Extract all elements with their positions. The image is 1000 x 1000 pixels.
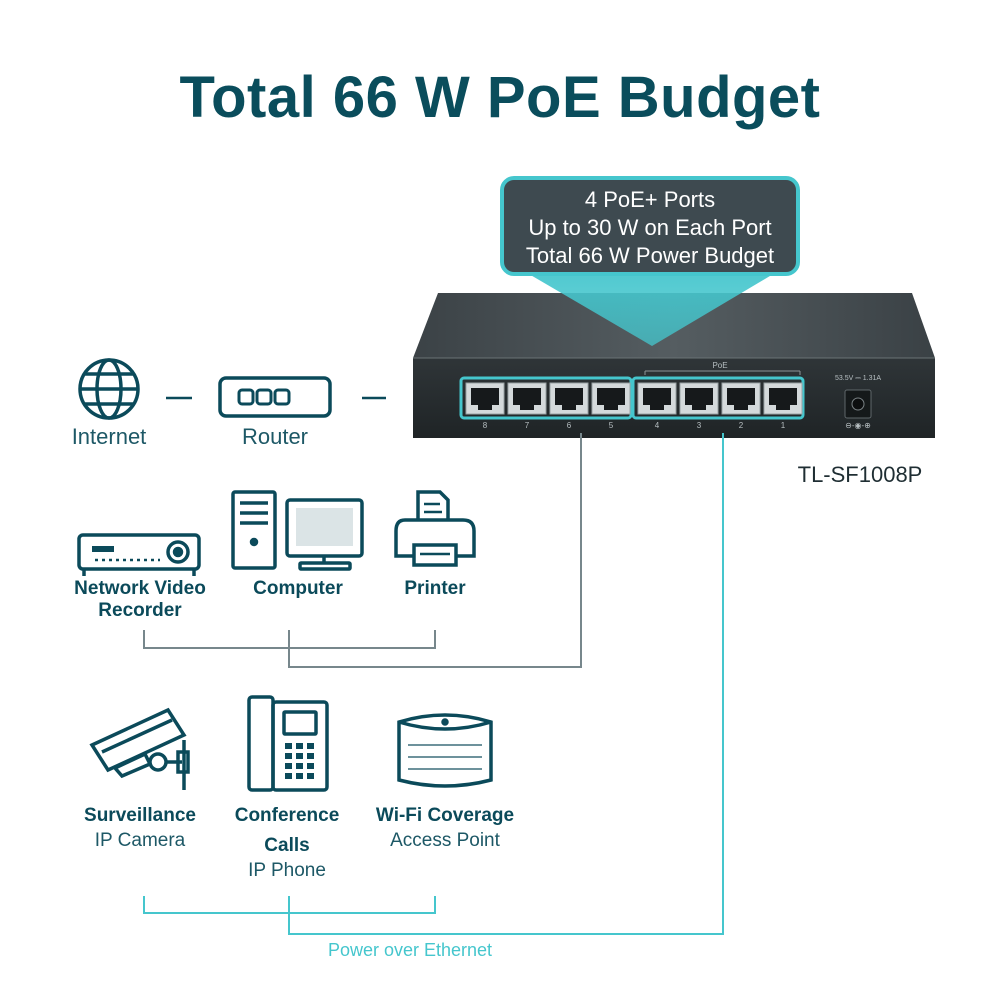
ip-phone-icon <box>247 695 329 792</box>
printer-icon <box>394 490 476 567</box>
phone-key-icon <box>296 753 303 759</box>
switch-model-label: TL-SF1008P <box>797 462 923 487</box>
phone-key-icon <box>296 763 303 769</box>
port-number-6: 6 <box>566 421 572 430</box>
camera-label: Surveillance IP Camera <box>60 805 220 855</box>
poe-devices-link <box>288 433 724 935</box>
ap-label-line1: Wi-Fi Coverage <box>375 805 515 826</box>
globe-icon <box>78 358 140 420</box>
phone-key-icon <box>307 753 314 759</box>
ap-label: Wi-Fi Coverage Access Point <box>360 805 530 855</box>
computer-label: Computer <box>253 578 343 599</box>
internet-label: Internet <box>71 424 147 449</box>
security-camera-icon <box>89 707 190 790</box>
power-polarity-label: ⊖-◉-⊕ <box>845 421 871 430</box>
phone-label-line2: Calls <box>264 835 310 856</box>
port-number-8: 8 <box>482 421 488 430</box>
video-recorder-icon <box>77 533 201 576</box>
callout-line-ports: 4 PoE+ Ports <box>584 187 716 212</box>
poe-specs-callout: 4 PoE+ Ports Up to 30 W on Each Port Tot… <box>500 176 800 276</box>
phone-key-icon <box>285 773 292 779</box>
router-icon <box>218 376 332 418</box>
ap-label-line2: Access Point <box>390 830 500 851</box>
callout-line-per-port: Up to 30 W on Each Port <box>528 215 772 240</box>
port-number-4: 4 <box>654 421 660 430</box>
rj45-socket-icon <box>727 388 755 410</box>
port-number-1: 1 <box>780 421 786 430</box>
phone-key-icon <box>296 773 303 779</box>
standard-devices-link <box>288 433 582 668</box>
callout-line-budget: Total 66 W Power Budget <box>525 243 775 268</box>
page-title: Total 66 W PoE Budget <box>179 65 821 130</box>
camera-label-line1: Surveillance <box>84 805 196 826</box>
callout-beam-icon <box>522 270 780 346</box>
phone-key-icon <box>307 763 314 769</box>
phone-key-icon <box>296 743 303 749</box>
port-number-7: 7 <box>524 421 530 430</box>
switch-device <box>413 270 935 438</box>
phone-label: Conference Calls IP Phone <box>217 805 357 885</box>
phone-key-icon <box>307 743 314 749</box>
port-number-2: 2 <box>738 421 744 430</box>
port-number-3: 3 <box>696 421 702 430</box>
printer-label: Printer <box>404 578 466 599</box>
poe-ports-highlight <box>631 376 805 420</box>
phone-key-icon <box>285 743 292 749</box>
phone-key-icon <box>285 763 292 769</box>
phone-label-line1: Conference <box>234 805 340 826</box>
poe-caption: Power over Ethernet <box>327 940 493 960</box>
rj45-socket-icon <box>685 388 713 410</box>
router-label: Router <box>241 424 309 449</box>
rj45-socket-icon <box>555 388 583 410</box>
power-rating-label: 53.5V ⎓ 1.31A <box>834 375 882 382</box>
computer-icon <box>231 490 364 571</box>
phone-key-icon <box>285 753 292 759</box>
phone-label-line3: IP Phone <box>248 860 326 881</box>
nvr-label-line2: Recorder <box>98 600 182 621</box>
port-number-5: 5 <box>608 421 614 430</box>
standard-ports-highlight <box>459 376 633 420</box>
rj45-socket-icon <box>513 388 541 410</box>
camera-label-line2: IP Camera <box>94 830 186 851</box>
rj45-socket-icon <box>597 388 625 410</box>
nvr-label-line1: Network Video <box>74 578 206 599</box>
rj45-socket-icon <box>471 388 499 410</box>
poe-group-label: PoE <box>712 361 728 370</box>
rj45-socket-icon <box>643 388 671 410</box>
switch-ports <box>465 382 803 415</box>
rj45-socket-icon <box>769 388 797 410</box>
phone-key-icon <box>307 773 314 779</box>
nvr-label: Network Video Recorder <box>50 578 230 622</box>
access-point-icon <box>397 713 493 788</box>
